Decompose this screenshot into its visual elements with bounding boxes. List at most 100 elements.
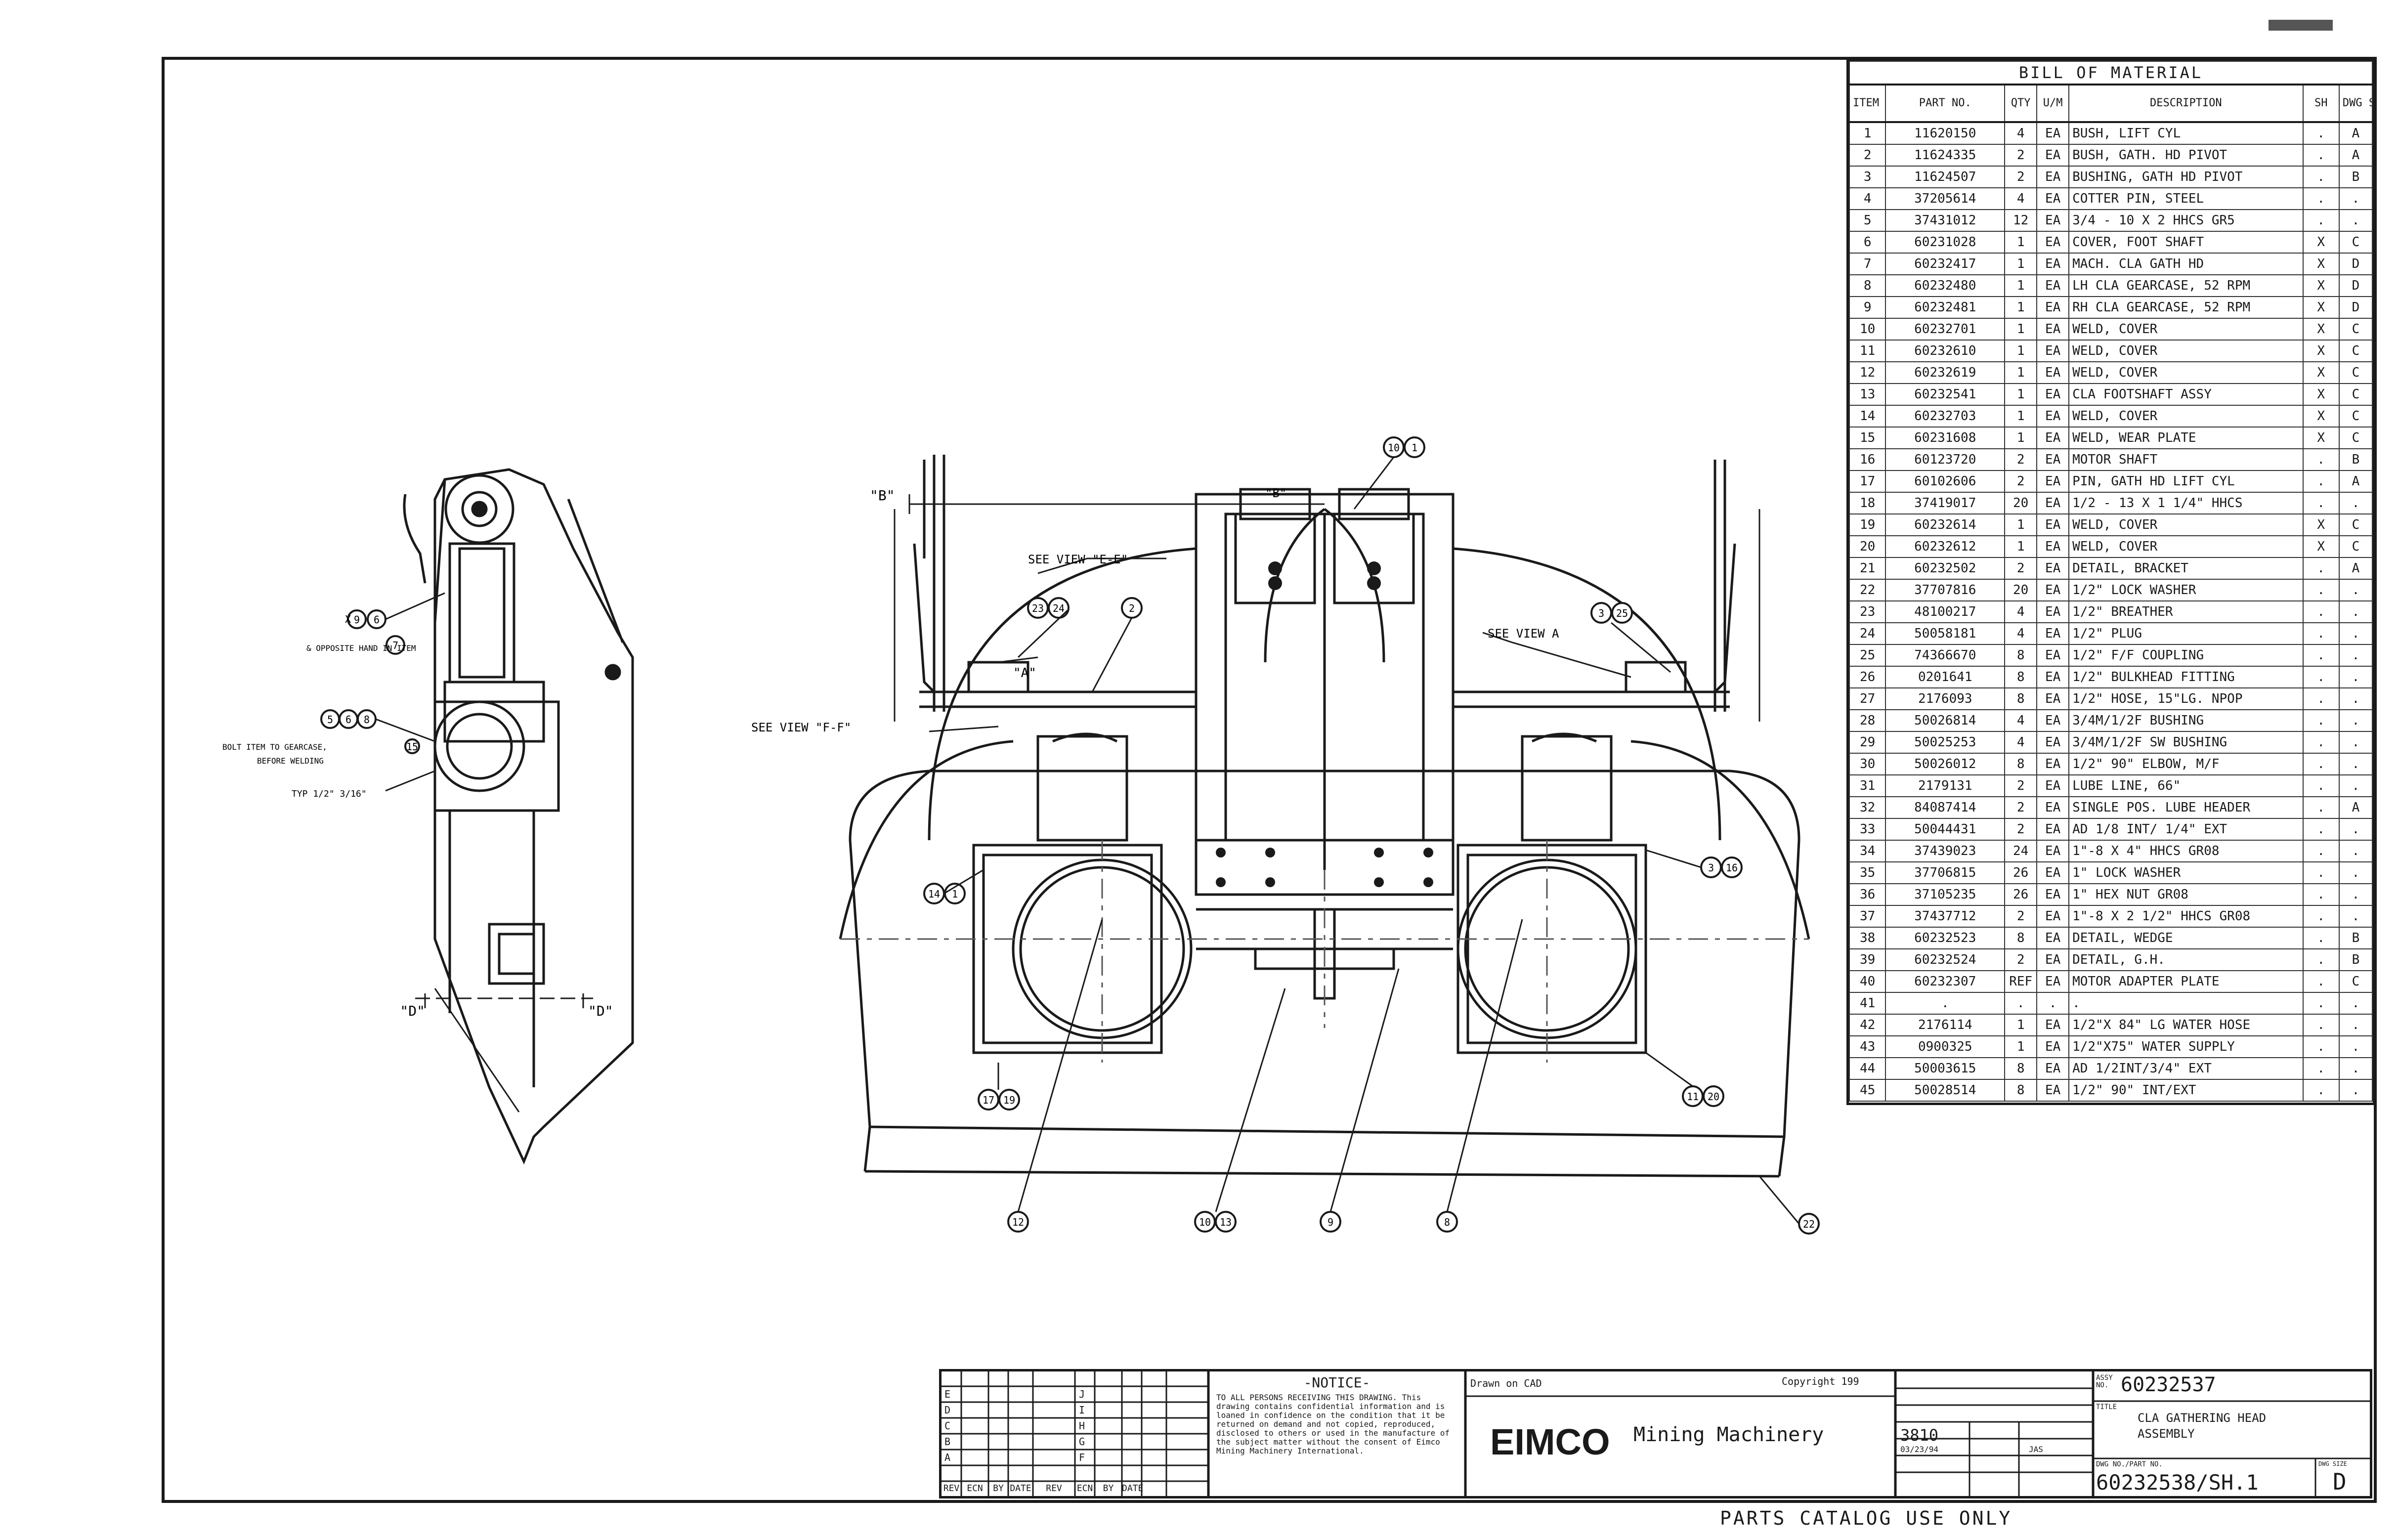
- bom-cell-qty: 2: [2004, 448, 2038, 471]
- bom-cell-qty: 26: [2004, 861, 2038, 884]
- bom-cell-qty: 2: [2004, 948, 2038, 971]
- bom-cell-item: 38: [1848, 927, 1886, 949]
- title-label: TITLE: [2096, 1403, 2117, 1411]
- bom-cell-size: .: [2338, 992, 2373, 1015]
- bom-cell-item: 23: [1848, 600, 1886, 623]
- bom-cell-description: 1/2" LOCK WASHER: [2068, 579, 2304, 601]
- bom-cell-um: .: [2036, 992, 2070, 1015]
- bom-cell-item: 27: [1848, 687, 1886, 710]
- bom-cell-sh: X: [2302, 383, 2340, 406]
- bom-cell-description: 1/2" HOSE, 15"LG. NPOP: [2068, 687, 2304, 710]
- bom-cell-part-no: 2176093: [1885, 687, 2006, 710]
- bom-table: BILL OF MATERIAL ITEM NO. PART NO. QTY U…: [1848, 61, 2373, 1102]
- bom-cell-description: 1/2" BREATHER: [2068, 600, 2304, 623]
- bom-cell-part-no: 60232502: [1885, 557, 2006, 580]
- item-balloon-number: 11: [1687, 1091, 1699, 1103]
- bom-cell-description: COTTER PIN, STEEL: [2068, 187, 2304, 210]
- bom-cell-description: MACH. CLA GATH HD: [2068, 253, 2304, 275]
- bom-cell-item: 3: [1848, 166, 1886, 188]
- bom-cell-item: 28: [1848, 709, 1886, 732]
- bom-cell-um: EA: [2036, 709, 2070, 732]
- bom-cell-part-no: 60123720: [1885, 448, 2006, 471]
- bom-cell-description: 1/2" F/F COUPLING: [2068, 644, 2304, 667]
- side-view-leaders: [375, 592, 445, 792]
- bom-cell-description: WELD, WEAR PLATE: [2068, 427, 2304, 449]
- bom-cell-description: WELD, COVER: [2068, 318, 2304, 341]
- bom-cell-size: C: [2338, 340, 2373, 362]
- bom-cell-part-no: 37437712: [1885, 905, 2006, 928]
- bom-cell-part-no: 60232417: [1885, 253, 2006, 275]
- item-x-marker: X: [345, 613, 351, 625]
- bom-cell-qty: 8: [2004, 1057, 2038, 1080]
- bom-cell-um: EA: [2036, 383, 2070, 406]
- bom-cell-description: 1/2" 90" INT/EXT: [2068, 1079, 2304, 1102]
- bom-cell-item: 9: [1848, 296, 1886, 319]
- bom-cell-description: 3/4M/1/2F BUSHING: [2068, 709, 2304, 732]
- bom-cell-item: 11: [1848, 340, 1886, 362]
- bom-cell-um: EA: [2036, 840, 2070, 862]
- view-label-a: "A": [1013, 666, 1036, 681]
- item-balloon-number: 9: [1327, 1216, 1333, 1228]
- bom-cell-sh: X: [2302, 231, 2340, 254]
- bom-cell-um: EA: [2036, 122, 2070, 145]
- bom-cell-description: CLA FOOTSHAFT ASSY: [2068, 383, 2304, 406]
- revision-header: ECN: [967, 1483, 983, 1494]
- title-line-1: CLA GATHERING HEAD: [2138, 1411, 2267, 1425]
- revision-letter: H: [1079, 1420, 1085, 1432]
- bom-cell-part-no: 60232307: [1885, 970, 2006, 993]
- bom-cell-item: 12: [1848, 361, 1886, 384]
- bom-cell-um: EA: [2036, 818, 2070, 841]
- item-balloon-number: 23: [1032, 602, 1044, 614]
- bom-cell-um: EA: [2036, 492, 2070, 514]
- bom-cell-qty: 1: [2004, 513, 2038, 536]
- bom-cell-qty: 26: [2004, 883, 2038, 906]
- bom-cell-um: EA: [2036, 470, 2070, 493]
- bom-cell-description: 1"-8 X 4" HHCS GR08: [2068, 840, 2304, 862]
- bom-cell-part-no: 37419017: [1885, 492, 2006, 514]
- bom-cell-part-no: 11624507: [1885, 166, 2006, 188]
- item-balloon-number: 6: [345, 714, 351, 726]
- item-balloon-number: 19: [1003, 1094, 1015, 1106]
- company-subtitle: Mining Machinery: [1633, 1423, 1824, 1446]
- bom-cell-part-no: 60232541: [1885, 383, 2006, 406]
- bom-cell-part-no: 2176114: [1885, 1014, 2006, 1036]
- bom-cell-part-no: 0900325: [1885, 1035, 2006, 1058]
- item-balloon-number: 3: [1708, 862, 1714, 874]
- bom-cell-sh: .: [2302, 753, 2340, 775]
- bom-cell-description: WELD, COVER: [2068, 513, 2304, 536]
- bom-cell-item: 32: [1848, 796, 1886, 819]
- bom-cell-qty: 1: [2004, 253, 2038, 275]
- spec-number: 3810: [1900, 1426, 1939, 1445]
- item-balloon-number: 24: [1053, 602, 1065, 614]
- bom-cell-description: SINGLE POS. LUBE HEADER: [2068, 796, 2304, 819]
- bom-cell-item: 22: [1848, 579, 1886, 601]
- copyright: Copyright 199: [1782, 1375, 1859, 1387]
- assy-no-label: ASSY NO.: [2096, 1374, 2113, 1389]
- bom-cell-description: WELD, COVER: [2068, 535, 2304, 558]
- bom-cell-sh: .: [2302, 448, 2340, 471]
- bom-cell-um: EA: [2036, 427, 2070, 449]
- bom-cell-item: 17: [1848, 470, 1886, 493]
- bom-cell-sh: X: [2302, 340, 2340, 362]
- bom-cell-sh: .: [2302, 492, 2340, 514]
- bom-cell-qty: 2: [2004, 470, 2038, 493]
- bom-cell-qty: 8: [2004, 687, 2038, 710]
- bom-cell-um: EA: [2036, 861, 2070, 884]
- bom-cell-um: EA: [2036, 970, 2070, 993]
- bom-cell-item: 8: [1848, 274, 1886, 297]
- bom-cell-size: .: [2338, 753, 2373, 775]
- bom-cell-qty: 4: [2004, 122, 2038, 145]
- bom-cell-um: EA: [2036, 666, 2070, 688]
